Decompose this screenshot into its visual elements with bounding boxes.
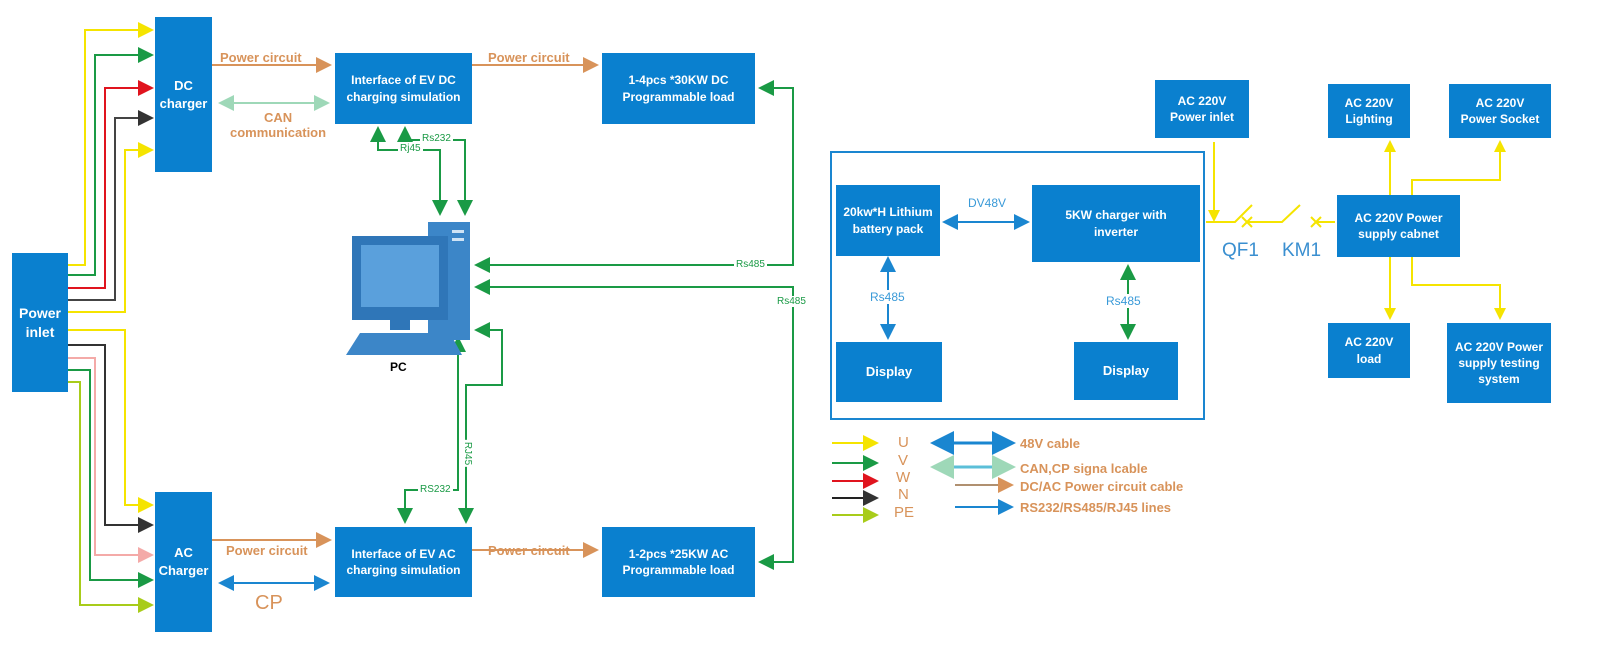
rs485-label: Rs485	[870, 290, 905, 304]
ac-cabinet-box: AC 220V Power supply cabnet	[1337, 195, 1460, 257]
display-box-1: Display	[836, 342, 942, 402]
power-circuit-label: Power circuit	[220, 50, 302, 65]
rs485-label: Rs485	[1106, 294, 1141, 308]
ac-interface-box: Interface of EV AC charging simulation	[335, 527, 472, 597]
pc-icon	[346, 222, 470, 355]
rs485-label: Rs485	[734, 259, 767, 270]
km1-label: KM1	[1282, 240, 1322, 261]
pc-label: PC	[390, 360, 407, 374]
power-circuit-label: Power circuit	[226, 543, 308, 558]
can-label: CAN communication	[230, 110, 327, 140]
ac-socket-box: AC 220V Power Socket	[1449, 84, 1551, 138]
dc-interface-box: Interface of EV DC charging simulation	[335, 53, 472, 124]
legend-phase-w: W	[896, 469, 911, 486]
lithium-battery-box: 20kw*H Lithium battery pack	[836, 185, 940, 256]
ac-testing-box: AC 220V Power supply testing system	[1447, 323, 1551, 403]
legend-item: RS232/RS485/RJ45 lines	[1020, 500, 1172, 515]
cp-label: CP	[255, 592, 283, 614]
legend-item: CAN,CP signa lcable	[1020, 461, 1148, 476]
qf1-label: QF1	[1222, 240, 1259, 261]
rs232-label: Rs232	[420, 133, 453, 144]
display-box-2: Display	[1074, 342, 1178, 400]
battery-system-frame	[830, 151, 1205, 420]
ac-220-load-box: AC 220V load	[1328, 323, 1410, 378]
power-circuit-label: Power circuit	[488, 543, 570, 558]
legend-phase-u: U	[898, 434, 909, 451]
legend-phase-v: V	[898, 452, 909, 469]
power-inlet-box: Power inlet	[12, 253, 68, 392]
rs485-label: Rs485	[775, 296, 808, 307]
dv48v-label: DV48V	[968, 196, 1007, 210]
legend-phase-pe: PE	[894, 504, 915, 521]
dc-charger-box: DC charger	[155, 17, 212, 172]
inverter-box: 5KW charger with inverter	[1032, 185, 1200, 262]
rj45-label: RJ45	[462, 439, 474, 468]
power-circuit-label: Power circuit	[488, 50, 570, 65]
rj45-label: Rj45	[398, 143, 423, 154]
rs232-label: RS232	[418, 484, 453, 495]
dc-load-box: 1-4pcs *30KW DC Programmable load	[602, 53, 755, 124]
ac-power-inlet-box: AC 220V Power inlet	[1155, 80, 1249, 138]
ac-charger-box: AC Charger	[155, 492, 212, 632]
legend-phase-n: N	[898, 486, 909, 503]
ac-load-box: 1-2pcs *25KW AC Programmable load	[602, 527, 755, 597]
legend-item: DC/AC Power circuit cable	[1020, 479, 1184, 494]
legend-item: 48V cable	[1020, 436, 1080, 451]
ac-lighting-box: AC 220V Lighting	[1328, 84, 1410, 138]
